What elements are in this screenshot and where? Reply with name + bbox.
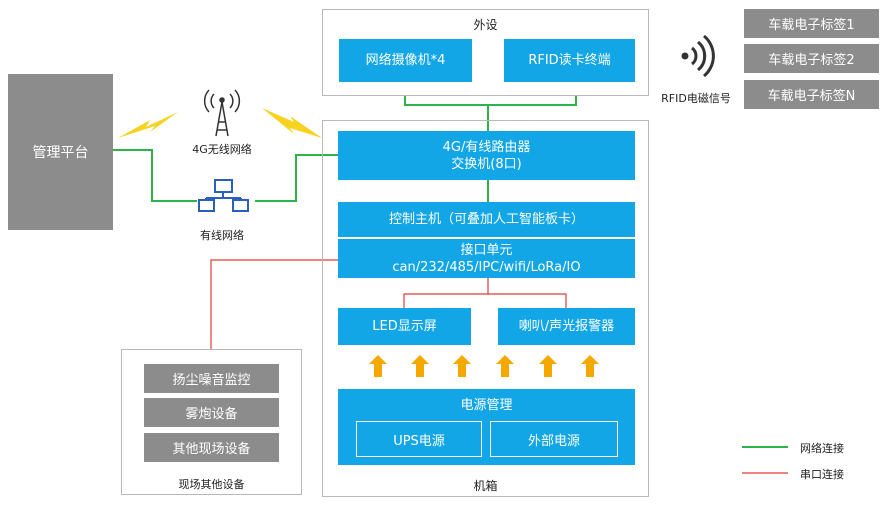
tag-label: 车载电子标签N xyxy=(767,89,856,104)
peripherals-title: 外设 xyxy=(473,18,498,32)
interface-unit-box: 接口单元 can/232/485/IPC/wifi/LoRa/IO xyxy=(338,239,635,278)
ups-power-label: UPS电源 xyxy=(393,433,445,449)
up-arrow-icon xyxy=(581,355,599,377)
ups-power-box: UPS电源 xyxy=(356,421,482,457)
wireless-network-label: 4G无线网络 xyxy=(192,143,252,156)
field-device-label: 其他现场设备 xyxy=(172,442,251,457)
rfid-reader-box: RFID读卡终端 xyxy=(504,39,635,82)
tag-label: 车载电子标签1 xyxy=(768,18,855,33)
line-wired-router xyxy=(255,154,338,202)
alarm-box: 喇叭/声光报警器 xyxy=(498,308,635,345)
management-platform: 管理平台 xyxy=(8,74,113,230)
legend-serial-label: 串口连接 xyxy=(800,468,844,481)
field-device-label: 扬尘噪音监控 xyxy=(172,373,251,388)
power-management-box: 电源管理 xyxy=(338,389,635,465)
line-interface-outputs xyxy=(403,278,489,308)
management-platform-label: 管理平台 xyxy=(32,145,89,161)
field-device-item: 其他现场设备 xyxy=(144,433,279,462)
router-line2: 交换机(8口) xyxy=(451,156,522,172)
field-devices-title: 现场其他设备 xyxy=(178,478,245,491)
wired-network-label: 有线网络 xyxy=(200,229,244,242)
legend-network-label: 网络连接 xyxy=(800,442,844,455)
line-mgmt-wired xyxy=(113,149,197,202)
camera-label: 网络摄像机*4 xyxy=(365,53,446,68)
router-box: 4G/有线路由器 交换机(8口) xyxy=(338,131,635,180)
rfid-signal-label: RFID电磁信号 xyxy=(661,92,731,105)
rfid-reader-label: RFID读卡终端 xyxy=(528,53,611,68)
lightning-bolt-left xyxy=(118,112,178,138)
lightning-bolt-right xyxy=(262,108,322,138)
power-arrows xyxy=(369,355,599,377)
led-display-label: LED显示屏 xyxy=(372,319,437,334)
external-power-box: 外部电源 xyxy=(490,421,618,457)
cabinet-frame: 机箱 xyxy=(322,120,649,497)
tag-item: 车载电子标签1 xyxy=(744,9,879,38)
power-management-title: 电源管理 xyxy=(460,398,513,413)
tag-item: 车载电子标签2 xyxy=(744,44,879,73)
cabinet-title: 机箱 xyxy=(473,479,498,493)
field-device-item: 雾炮设备 xyxy=(144,398,279,427)
line-interface-field xyxy=(210,259,338,349)
up-arrow-icon xyxy=(453,355,471,377)
interface-detail: can/232/485/IPC/wifi/LoRa/IO xyxy=(392,259,581,275)
led-display-box: LED显示屏 xyxy=(338,308,471,345)
alarm-label: 喇叭/声光报警器 xyxy=(518,319,615,334)
interface-title: 接口单元 xyxy=(460,242,513,258)
control-host-label: 控制主机（可叠加人工智能板卡） xyxy=(388,212,584,227)
tag-label: 车载电子标签2 xyxy=(768,53,855,68)
control-host-box: 控制主机（可叠加人工智能板卡） xyxy=(338,202,635,237)
up-arrow-icon xyxy=(496,355,514,377)
field-device-label: 雾炮设备 xyxy=(185,407,238,422)
camera-box: 网络摄像机*4 xyxy=(339,39,472,82)
rfid-signal-icon xyxy=(681,34,715,78)
up-arrow-icon xyxy=(411,355,429,377)
radio-tower-icon xyxy=(203,89,241,137)
external-power-label: 外部电源 xyxy=(527,433,580,449)
up-arrow-icon xyxy=(539,355,557,377)
field-device-item: 扬尘噪音监控 xyxy=(144,364,279,393)
line-interface-alarm xyxy=(488,293,567,308)
network-topology-icon xyxy=(198,179,249,212)
tag-item: 车载电子标签N xyxy=(744,80,879,109)
router-line1: 4G/有线路由器 xyxy=(442,139,531,155)
up-arrow-icon xyxy=(369,355,387,377)
